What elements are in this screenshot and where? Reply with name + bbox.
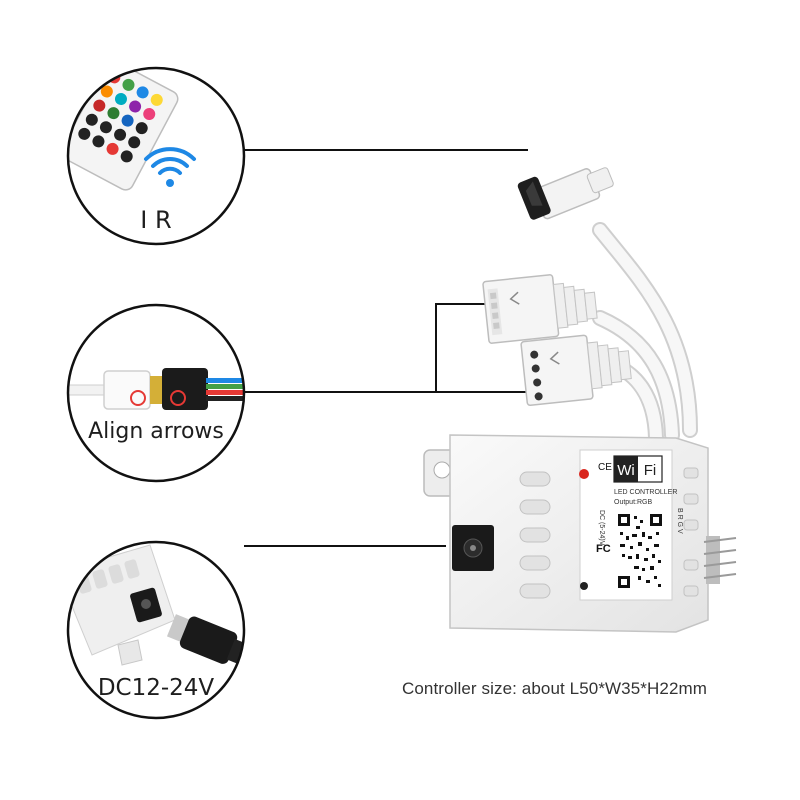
svg-text:Output:RGB: Output:RGB [614,499,652,506]
svg-text:CE: CE [598,462,612,473]
align-arrows-callout [66,303,246,483]
svg-text:Fi: Fi [644,462,657,479]
rgb-connector-lower [520,334,632,407]
connector-closeup-image [68,368,244,410]
wireless-signal-icon [144,147,196,187]
rgb-connector-upper [482,274,598,344]
svg-text:Wi: Wi [617,462,635,479]
ir-receiver-head [517,167,614,220]
align-arrows-label: Align arrows [88,419,224,444]
cables [592,222,698,446]
qr-code [616,512,664,592]
controller-size-caption: Controller size: about L50*W35*H22mm [402,679,708,698]
svg-text:FC: FC [596,543,611,555]
led-controller-device: Wi Fi LED CONTROLLER Output:RGB DC (5-24… [423,434,709,633]
svg-text:DC (5-24)V: DC (5-24)V [598,510,605,546]
ir-label: I R [140,206,172,234]
svg-text:B R G V: B R G V [676,508,683,534]
remote-control-image [68,68,179,191]
ir-callout [66,66,246,246]
svg-text:LED CONTROLLER: LED CONTROLLER [614,489,677,496]
leader-lines [244,149,530,547]
align-leader-line [244,303,530,393]
header-pins [703,536,737,584]
dc-voltage-label: DC12-24V [97,675,215,701]
